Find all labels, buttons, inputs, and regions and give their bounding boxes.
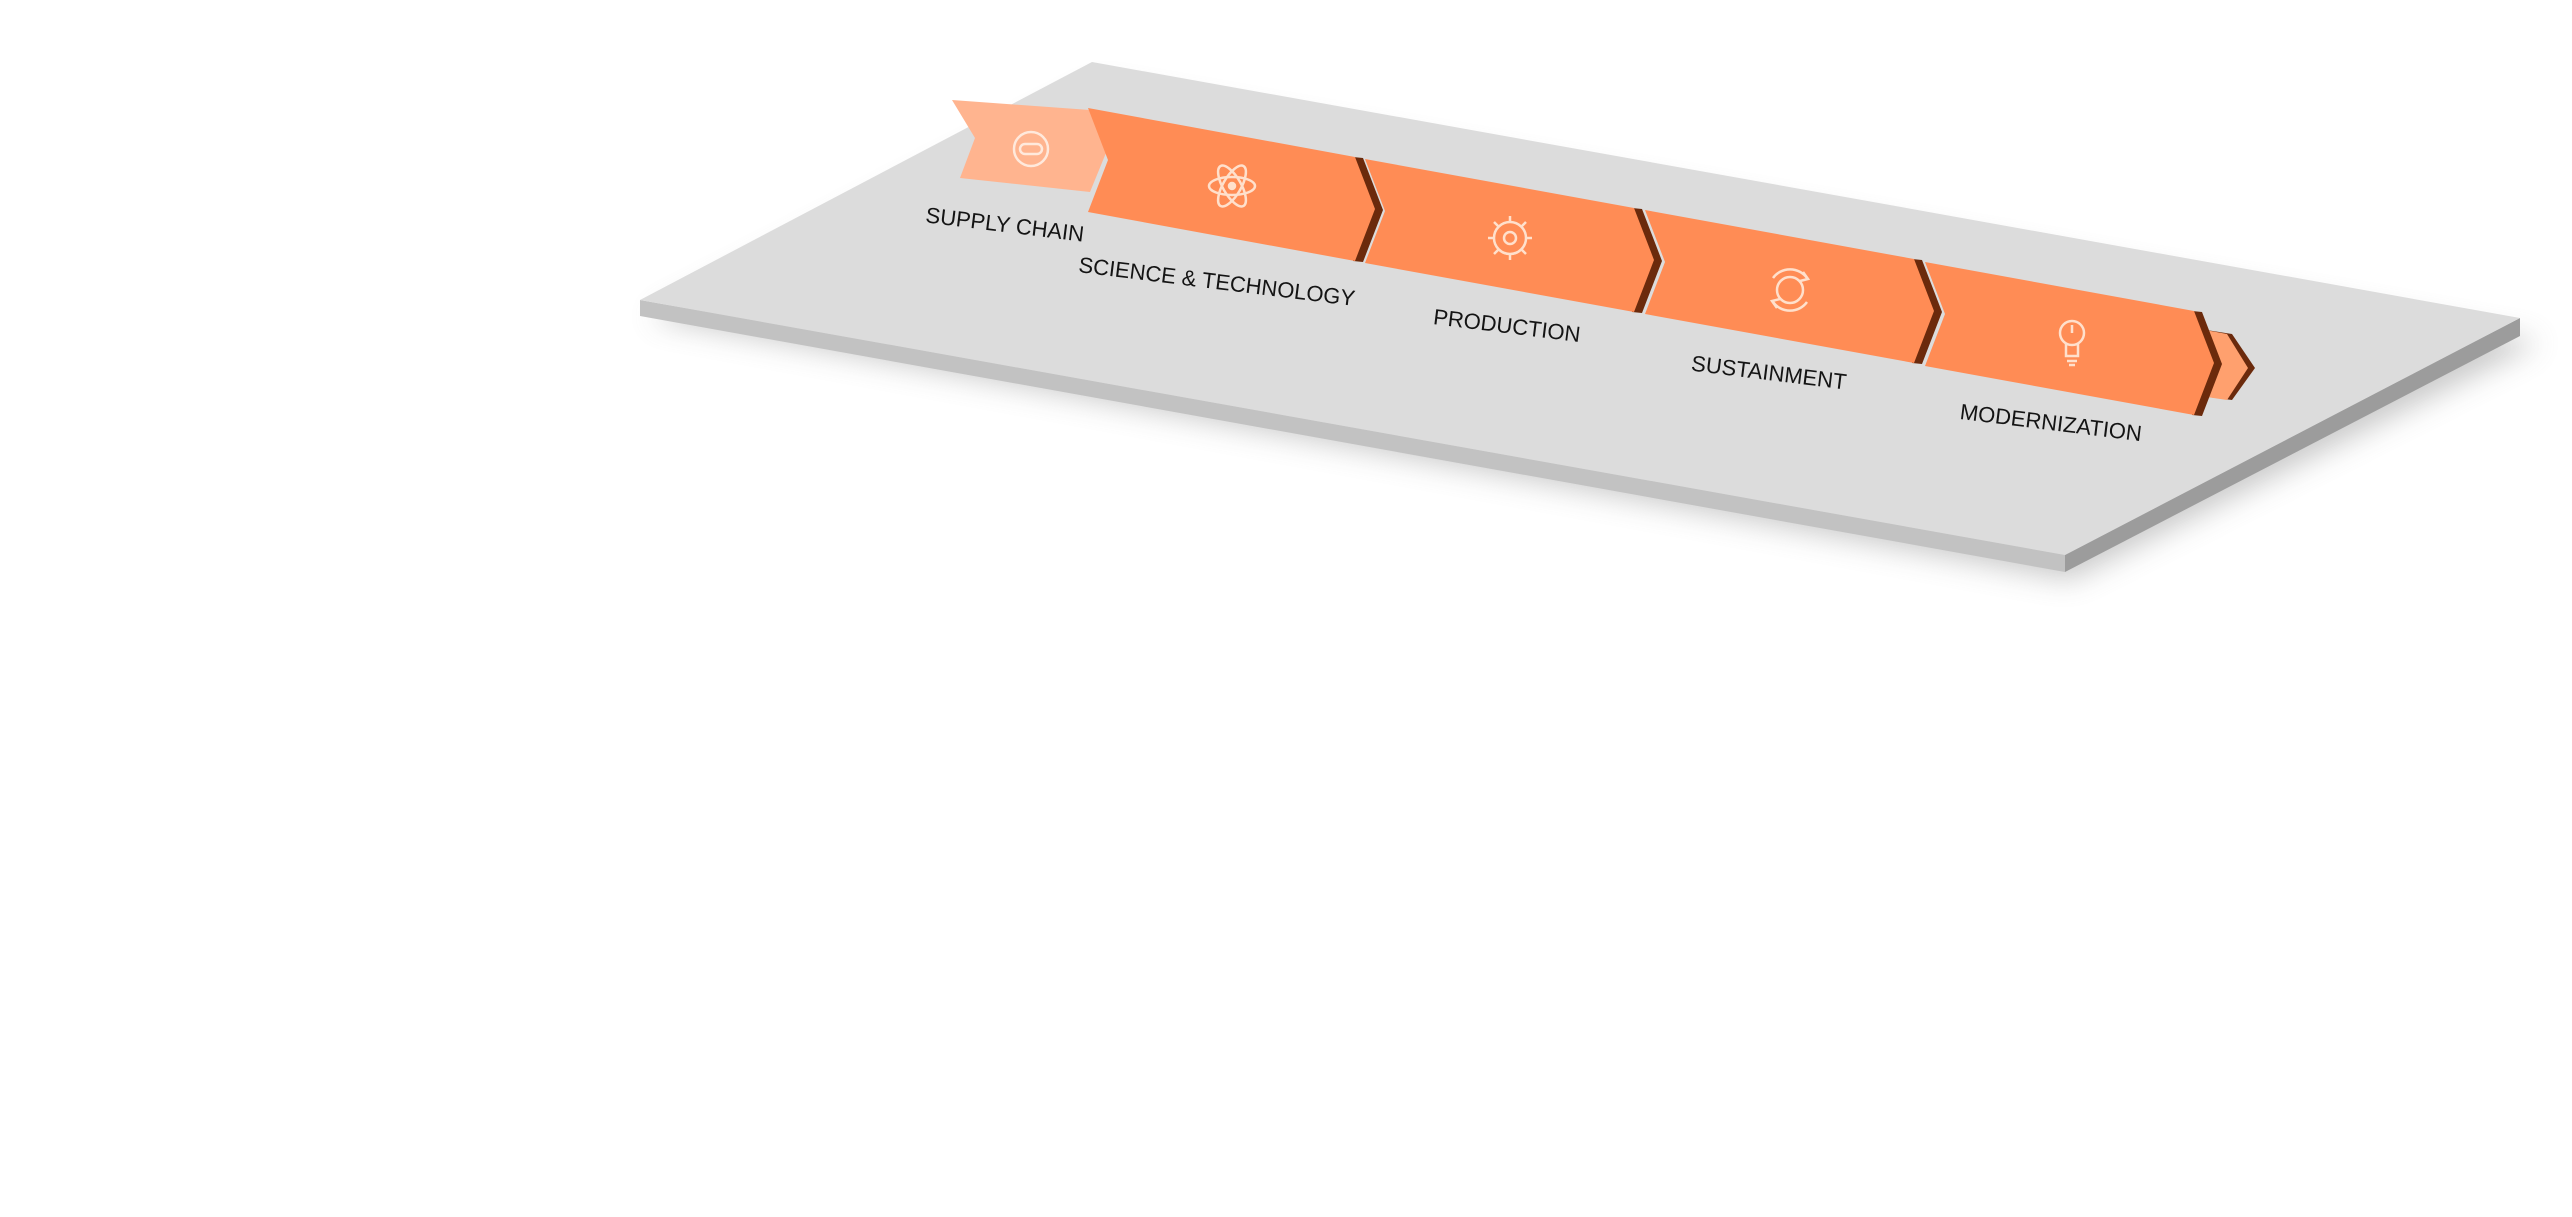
stage-supply-chain-band [952, 100, 1108, 192]
stage-sustainment-right-edge [1912, 259, 1942, 364]
cycle-icon [1769, 268, 1811, 312]
stage-modernization-right-edge [2192, 311, 2222, 416]
atom-icon [1207, 164, 1257, 208]
stage-production-right-edge [1632, 208, 1662, 313]
platform-front-edge [640, 300, 2065, 572]
stage-modernization-band [1925, 262, 2214, 415]
platform-right-edge [2065, 318, 2520, 572]
gear-icon [1488, 216, 1532, 260]
lightbulb-icon [2058, 319, 2086, 367]
stage-production-band [1365, 159, 1654, 312]
stage-science-technology-right-edge [1353, 157, 1383, 262]
platform [640, 62, 2540, 580]
link-icon [1012, 130, 1050, 168]
stage-sustainment-band [1645, 210, 1934, 363]
